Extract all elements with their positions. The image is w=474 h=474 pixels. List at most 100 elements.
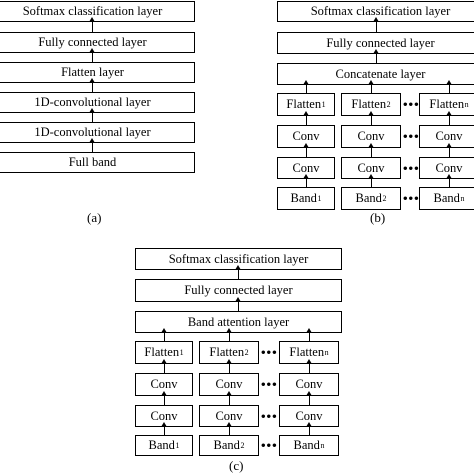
conv-bottom-branch-1: Conv	[277, 157, 335, 179]
arrow-up	[226, 359, 232, 373]
softmax-layer-label: Softmax classification layer	[168, 251, 309, 266]
band-label: Band	[433, 191, 460, 206]
conv1d-layer-label: 1D-convolutional layer	[34, 125, 151, 140]
ellipsis: •••	[403, 96, 420, 112]
arrow-up	[89, 108, 95, 122]
branch-subscript: 1	[317, 193, 322, 203]
band-label: Band	[355, 191, 382, 206]
fully-connected-layer: Fully connected layer	[277, 32, 474, 54]
arrow-up	[368, 111, 374, 125]
branch-subscript: n	[320, 440, 325, 450]
branch-subscript: 2	[386, 99, 391, 109]
conv-label: Conv	[435, 129, 463, 144]
conv-label: Conv	[150, 377, 178, 392]
conv-bottom-branch-2: Conv	[199, 405, 259, 427]
ellipsis: •••	[403, 160, 420, 176]
concatenate-layer-label: Concatenate layer	[335, 66, 426, 81]
conv-label: Conv	[150, 408, 178, 423]
branch-subscript: 2	[240, 440, 245, 450]
arrow-up	[446, 80, 452, 93]
full-band-input: Full band	[0, 152, 195, 173]
ellipsis: •••	[261, 344, 278, 360]
arrow-up	[368, 143, 374, 157]
fully-connected-layer-label: Fully connected layer	[38, 35, 147, 50]
flatten-layer-label: Flatten layer	[61, 65, 124, 80]
concatenate-layer: Concatenate layer	[277, 63, 474, 85]
conv1d-layer-label: 1D-convolutional layer	[34, 95, 151, 110]
conv-label: Conv	[215, 377, 243, 392]
conv-label: Conv	[435, 160, 463, 175]
branch-subscript: 1	[175, 440, 180, 450]
ellipsis: •••	[403, 128, 420, 144]
arrow-up	[89, 17, 95, 32]
fully-connected-layer-label: Fully connected layer	[184, 283, 293, 298]
flatten-label: Flatten	[351, 97, 387, 112]
arrow-up	[306, 328, 312, 341]
arrow-up	[89, 78, 95, 92]
softmax-layer: Softmax classification layer	[0, 1, 195, 22]
arrow-up	[226, 391, 232, 405]
conv-top-branch-n: Conv	[419, 125, 474, 148]
arrow-up	[161, 359, 167, 373]
fully-connected-layer: Fully connected layer	[135, 279, 342, 302]
band-label: Band	[148, 438, 175, 453]
caption-b: (b)	[370, 210, 386, 225]
arrow-up	[303, 143, 309, 157]
conv-label: Conv	[215, 408, 243, 423]
arrow-up	[446, 143, 452, 157]
conv-label: Conv	[357, 160, 385, 175]
softmax-layer: Softmax classification layer	[135, 248, 342, 270]
conv-label: Conv	[292, 129, 320, 144]
arrow-up	[161, 422, 167, 435]
flatten-label: Flatten	[429, 97, 465, 112]
arrow-up	[446, 111, 452, 125]
branch-subscript: n	[460, 193, 465, 203]
arrow-up	[226, 422, 232, 435]
arrow-up	[89, 138, 95, 152]
band-label: Band	[213, 438, 240, 453]
ellipsis: •••	[261, 408, 278, 424]
band-label: Band	[293, 438, 320, 453]
ellipsis: •••	[403, 190, 420, 206]
branch-subscript: n	[464, 99, 469, 109]
fully-connected-layer-label: Fully connected layer	[326, 35, 435, 50]
conv-top-branch-2: Conv	[341, 125, 401, 148]
conv-bottom-branch-2: Conv	[341, 157, 401, 179]
arrow-up	[306, 422, 312, 435]
band-label: Band	[290, 191, 317, 206]
conv-label: Conv	[295, 377, 323, 392]
arrow-up	[368, 80, 374, 93]
arrow-up	[306, 359, 312, 373]
band-attention-layer: Band attention layer	[135, 311, 342, 333]
softmax-layer-label: Softmax classification layer	[22, 4, 163, 19]
arrow-up	[235, 297, 241, 311]
flatten-label: Flatten	[289, 345, 325, 360]
branch-subscript: 1	[321, 99, 326, 109]
arrow-up	[373, 17, 379, 32]
flatten-layer: Flatten layer	[0, 62, 195, 83]
conv-label: Conv	[295, 408, 323, 423]
conv1d-layer-top: 1D-convolutional layer	[0, 92, 195, 113]
arrow-up	[306, 391, 312, 405]
ellipsis: •••	[261, 376, 278, 392]
arrow-up	[368, 174, 374, 187]
ellipsis: •••	[261, 437, 278, 453]
arrow-up	[235, 265, 241, 279]
caption-c: (c)	[229, 458, 244, 473]
softmax-layer-label: Softmax classification layer	[310, 4, 451, 19]
arrow-up	[303, 174, 309, 187]
conv-label: Conv	[357, 129, 385, 144]
arrow-up	[373, 49, 379, 63]
arrow-up	[161, 391, 167, 405]
arrow-up	[303, 80, 309, 93]
